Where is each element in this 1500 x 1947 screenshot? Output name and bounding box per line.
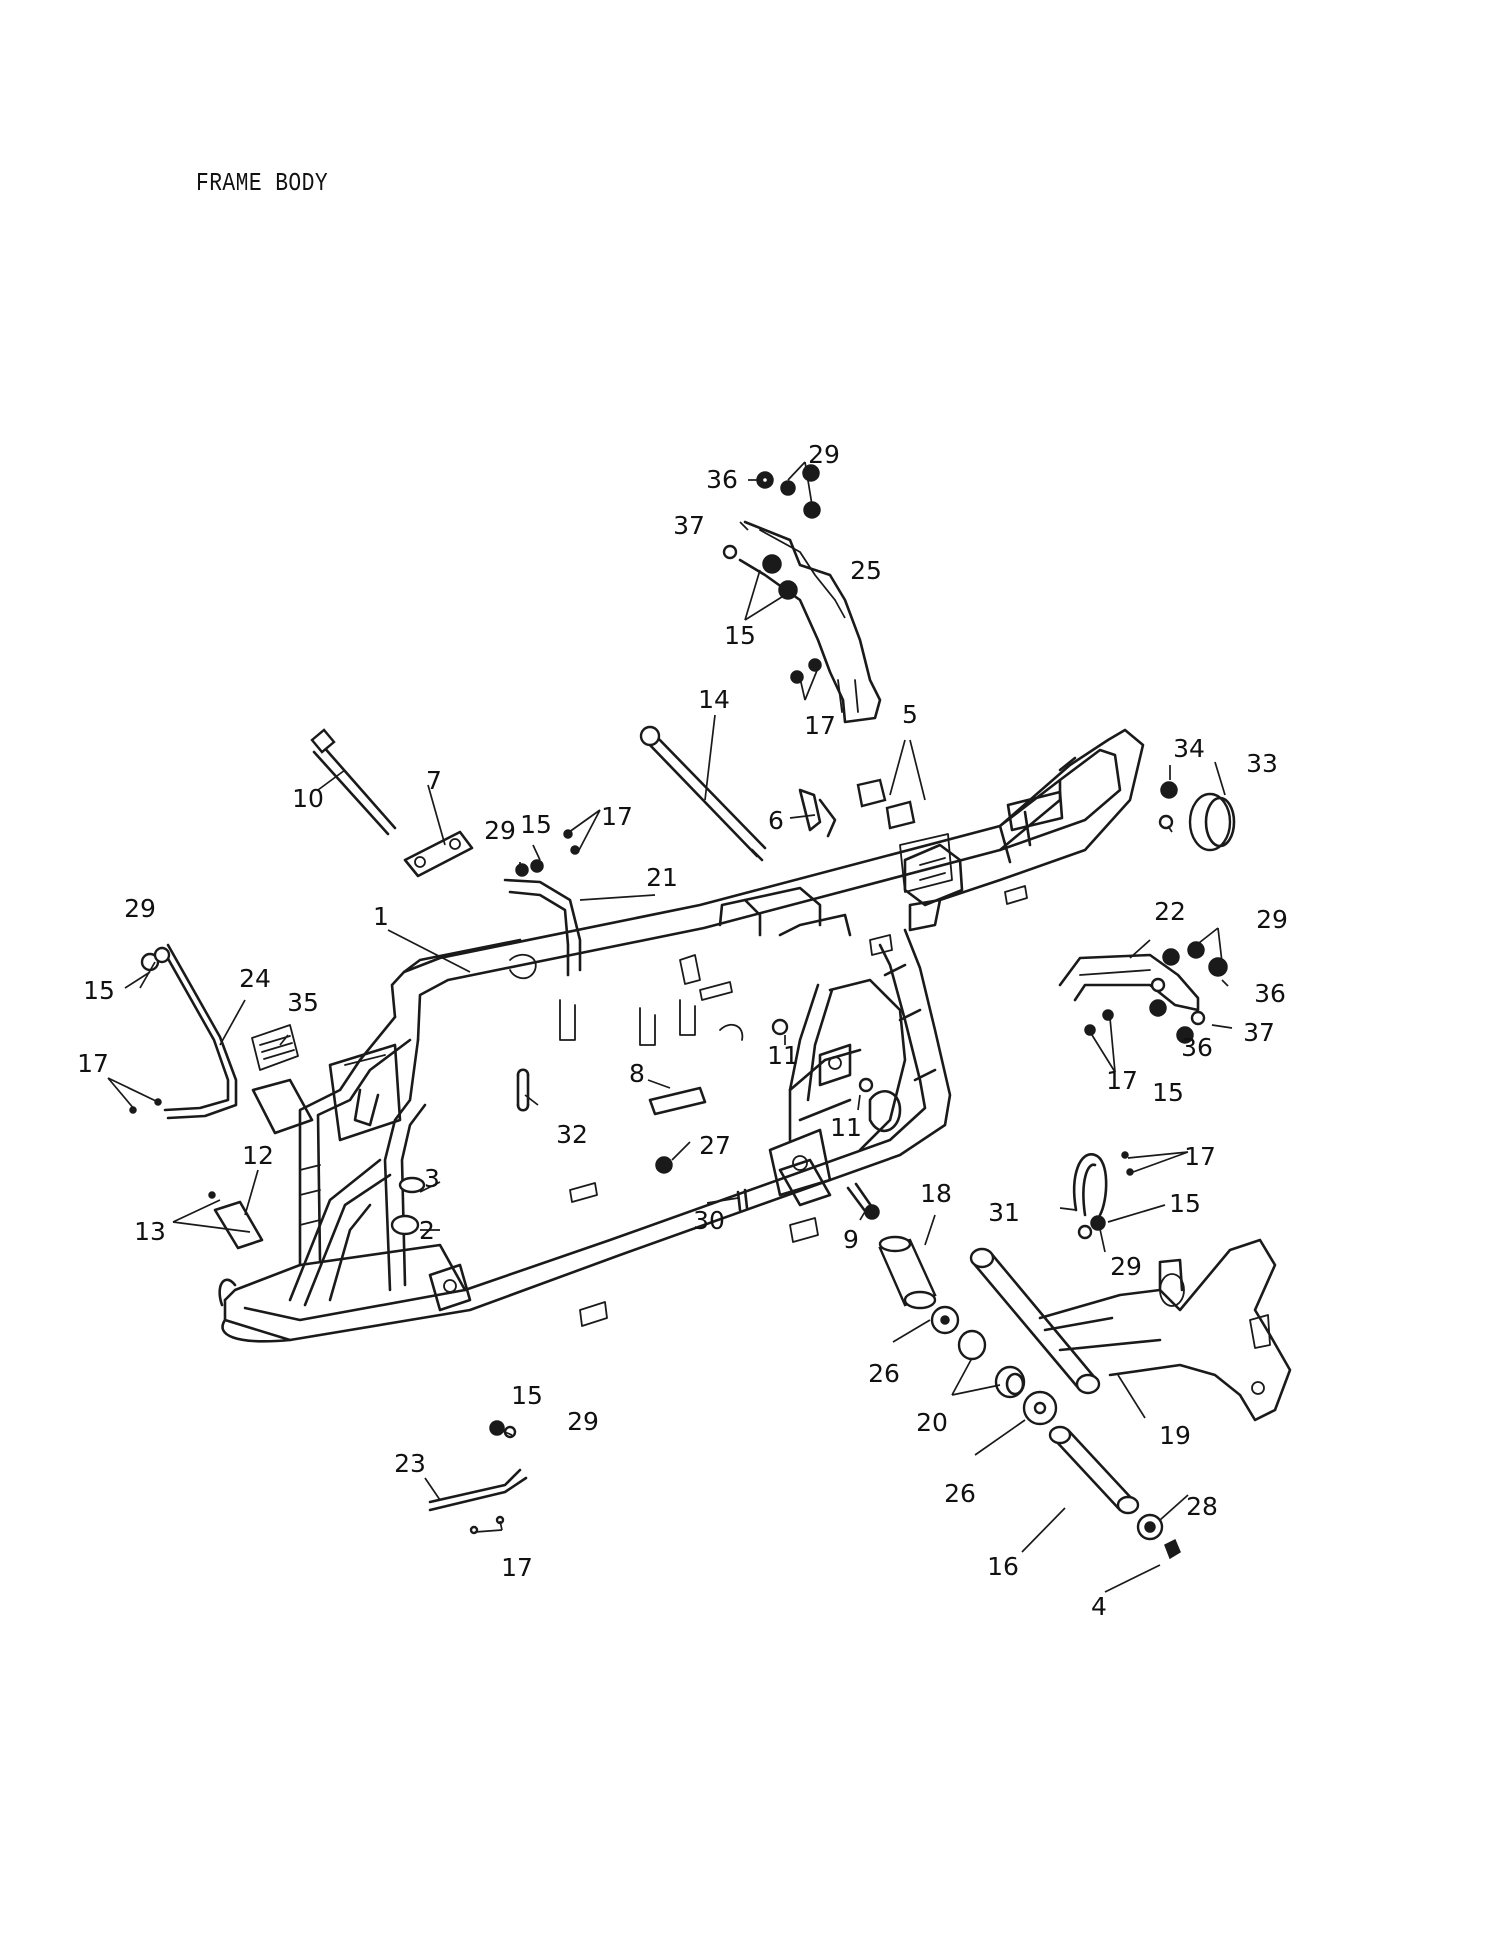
leader-lines (107, 461, 1233, 1593)
callout-29d: 29 (1256, 905, 1288, 934)
hardware-25 (722, 464, 822, 684)
callout-37b: 37 (1243, 1018, 1275, 1047)
callout-11b: 11 (830, 1113, 862, 1142)
pin-32 (516, 1068, 530, 1112)
callout-12: 12 (242, 1141, 274, 1170)
bushings-20 (957, 1329, 1026, 1399)
callout-22: 22 (1154, 897, 1186, 926)
callout-15f: 15 (1169, 1189, 1201, 1218)
plate-7 (403, 830, 474, 878)
clamp-31 (1072, 1151, 1134, 1240)
callout-36a: 36 (706, 465, 738, 494)
callout-21: 21 (646, 863, 678, 892)
callout-11a: 11 (767, 1041, 799, 1070)
callout-5: 5 (902, 700, 918, 729)
sleeve-18 (878, 1235, 937, 1310)
bolt-10 (310, 728, 397, 836)
rod-23 (428, 1420, 528, 1535)
callout-17a: 17 (804, 711, 836, 740)
plate-8 (648, 1086, 707, 1116)
callout-36b: 36 (1181, 1033, 1213, 1062)
callout-9: 9 (843, 1225, 859, 1254)
callout-24: 24 (239, 964, 271, 993)
nuts-11-27-30-9 (655, 1018, 880, 1220)
callout-16: 16 (987, 1552, 1019, 1581)
callout-7: 7 (426, 766, 442, 795)
clip-6 (798, 788, 837, 838)
bracket-21 (503, 829, 582, 977)
rear-bracket-25 (738, 520, 882, 724)
callout-27: 27 (699, 1131, 731, 1160)
callout-30: 30 (693, 1206, 725, 1235)
callout-18: 18 (920, 1179, 952, 1208)
rubber-mounts-5 (856, 778, 953, 893)
callout-13: 13 (134, 1217, 166, 1246)
callout-37a: 37 (673, 511, 705, 540)
callout-29e: 29 (567, 1407, 599, 1436)
bracket-22 (1058, 941, 1228, 1044)
callout-29b: 29 (484, 816, 516, 845)
cap-33-34-36 (1158, 781, 1236, 852)
callout-34: 34 (1173, 734, 1205, 763)
callout-32: 32 (556, 1120, 588, 1149)
callout-33: 33 (1246, 749, 1278, 778)
washers-26 (930, 1305, 1058, 1426)
callout-15c: 15 (83, 976, 115, 1005)
label-35 (251, 1024, 299, 1071)
callout-26b: 26 (944, 1479, 976, 1508)
rod-24 (129, 943, 238, 1120)
callout-10: 10 (292, 784, 324, 813)
page-title: FRAME BODY (196, 168, 329, 198)
callout-17b: 17 (601, 802, 633, 831)
callout-35: 35 (287, 988, 319, 1017)
callout-23: 23 (394, 1449, 426, 1478)
spacers-2-3 (390, 1176, 426, 1236)
callout-17d: 17 (1106, 1066, 1138, 1095)
callout-8: 8 (629, 1059, 645, 1088)
callout-25: 25 (850, 556, 882, 585)
long-bolt-14 (639, 725, 767, 862)
callout-17c: 17 (77, 1049, 109, 1078)
callout-15e: 15 (511, 1381, 543, 1410)
callout-28: 28 (1186, 1492, 1218, 1521)
callout-15d: 15 (1152, 1078, 1184, 1107)
callout-2: 2 (419, 1216, 435, 1245)
axle-16 (1048, 1425, 1140, 1515)
cover-12-13 (208, 1078, 314, 1250)
callout-17e: 17 (501, 1553, 533, 1582)
callout-3: 3 (424, 1164, 440, 1193)
callout-29c: 29 (124, 894, 156, 923)
callout-26a: 26 (868, 1359, 900, 1388)
callout-1: 1 (373, 902, 389, 931)
callout-4: 4 (1091, 1592, 1107, 1621)
callout-29a: 29 (808, 440, 840, 469)
callout-14: 14 (698, 685, 730, 714)
callout-20: 20 (916, 1408, 948, 1437)
callout-31: 31 (988, 1198, 1020, 1227)
callout-15b: 15 (520, 810, 552, 839)
callout-6: 6 (768, 806, 784, 835)
nut-28-4 (1136, 1513, 1181, 1560)
callout-17f: 17 (1184, 1142, 1216, 1171)
callout-36c: 36 (1254, 979, 1286, 1008)
callout-29f: 29 (1110, 1252, 1142, 1281)
swing-arm-19 (969, 1238, 1292, 1422)
callout-19: 19 (1159, 1421, 1191, 1450)
main-frame (218, 728, 1145, 1343)
callout-labels: 1 2 3 4 5 6 7 8 9 10 11 11 12 13 14 15 1… (77, 440, 1288, 1621)
callout-15a: 15 (724, 621, 756, 650)
